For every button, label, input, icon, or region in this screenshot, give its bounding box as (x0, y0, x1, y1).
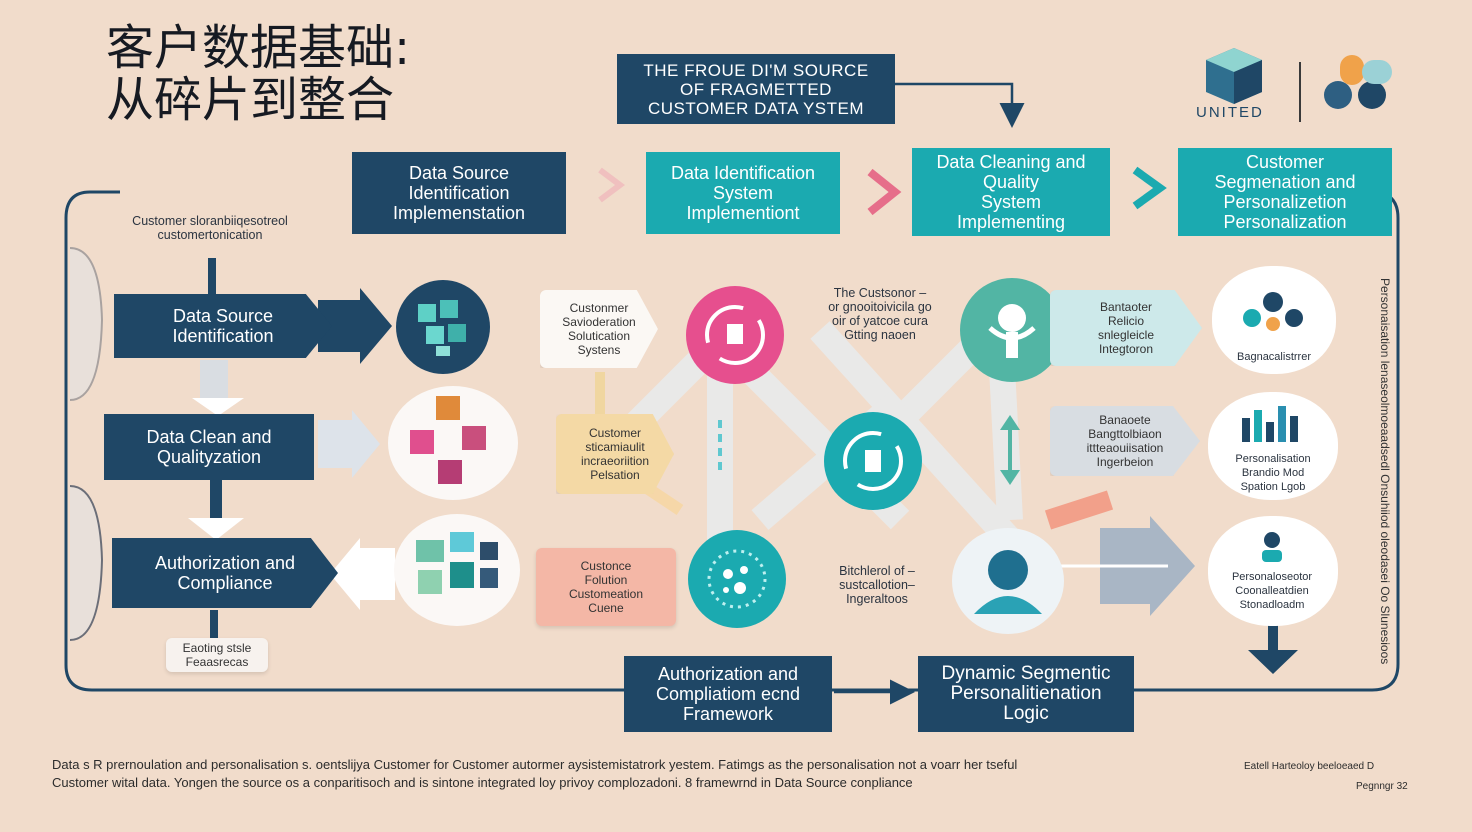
right-card-1: Bantaoter Relicio snlegleicle Integtoron (1050, 290, 1202, 366)
person-badge-icon (1262, 532, 1282, 562)
top-step-3: Data Cleaning and Quality System Impleme… (912, 148, 1110, 236)
left-step-2: Data Clean and Qualityzation (104, 414, 314, 480)
chevron-2 (867, 168, 902, 216)
chevron-1 (598, 167, 625, 203)
header-box: THE FROUE DI'M SOURCE OF FRAGMETTED CUST… (617, 54, 895, 124)
top-step-1: Data Source Identification Implemenstati… (352, 152, 566, 234)
center-note-2: Bitchlerol of – sustcallotion– Ingeralto… (839, 564, 915, 606)
left-step-1: Data Source Identification (114, 294, 332, 358)
cloud-label-3: Personaloseotor Coonalleatdien Stonadloa… (1231, 571, 1313, 611)
network-icon (1243, 292, 1303, 331)
bottom-left-card: Eaoting stsle Feaasrecas (166, 638, 268, 672)
vertical-side-text: Personaisation lenaseolmoeaadsedl Onsuhi… (1378, 278, 1392, 665)
mid-card-1: Custonmer Savioderation Solutication Sys… (540, 290, 658, 368)
data-grid-icon (394, 514, 520, 626)
top-step-4: Customer Segmenation and Personalizetion… (1178, 148, 1392, 236)
left-step-3: Authorization and Compliance (112, 538, 338, 608)
top-step-2: Data Identification System Implementiont (646, 152, 840, 234)
footer-right-1: Eatell Harteoloy beeloeaed D (1244, 761, 1375, 772)
hands-data-icon (960, 278, 1064, 382)
cube-network-icon (396, 280, 490, 374)
cloud-label-2: Personalisation Brandio Mod Spation Lgob (1235, 453, 1311, 493)
page-number: Pegnngr 32 (1356, 781, 1408, 792)
cloud-personalization-icon (1208, 392, 1338, 500)
cloud-label-1: Bagnacalistrrer (1237, 351, 1311, 363)
data-particles-icon (688, 530, 786, 628)
sync-user-icon (824, 412, 922, 510)
bar-chart-icon (1242, 406, 1298, 442)
center-note-1: The Custsonor – or gnooitoivicila go oir… (828, 286, 932, 342)
bottom-step-1: Authorization and Compliatiom ecnd Frame… (624, 656, 832, 732)
mid-card-3: Custonce Folution Customeation Cuene (536, 548, 676, 626)
right-card-2: Banaoete Bangttolbiaon ittteaouiisation … (1050, 406, 1200, 476)
footer-line-2: Customer wital data. Yongen the source o… (52, 775, 913, 790)
page-title: 客户数据基础: 从碎片到整合 (106, 20, 411, 128)
chevron-3 (1132, 166, 1167, 210)
brand-name: UNITED (1196, 104, 1264, 121)
mid-card-2: Customer sticamiaulit incraeoriition Pel… (556, 414, 674, 494)
header-arrow (895, 82, 1025, 128)
data-cubes-icon (388, 386, 518, 500)
footer-line-1: Data s R prernoulation and personalisati… (52, 757, 1018, 772)
user-profile-icon (952, 528, 1064, 634)
bottom-step-2: Dynamic Segmentic Personalitienation Log… (918, 656, 1134, 732)
left-note: Customer sloranbiiqesotreol customertoni… (132, 214, 288, 242)
refresh-cycle-icon (686, 286, 784, 384)
